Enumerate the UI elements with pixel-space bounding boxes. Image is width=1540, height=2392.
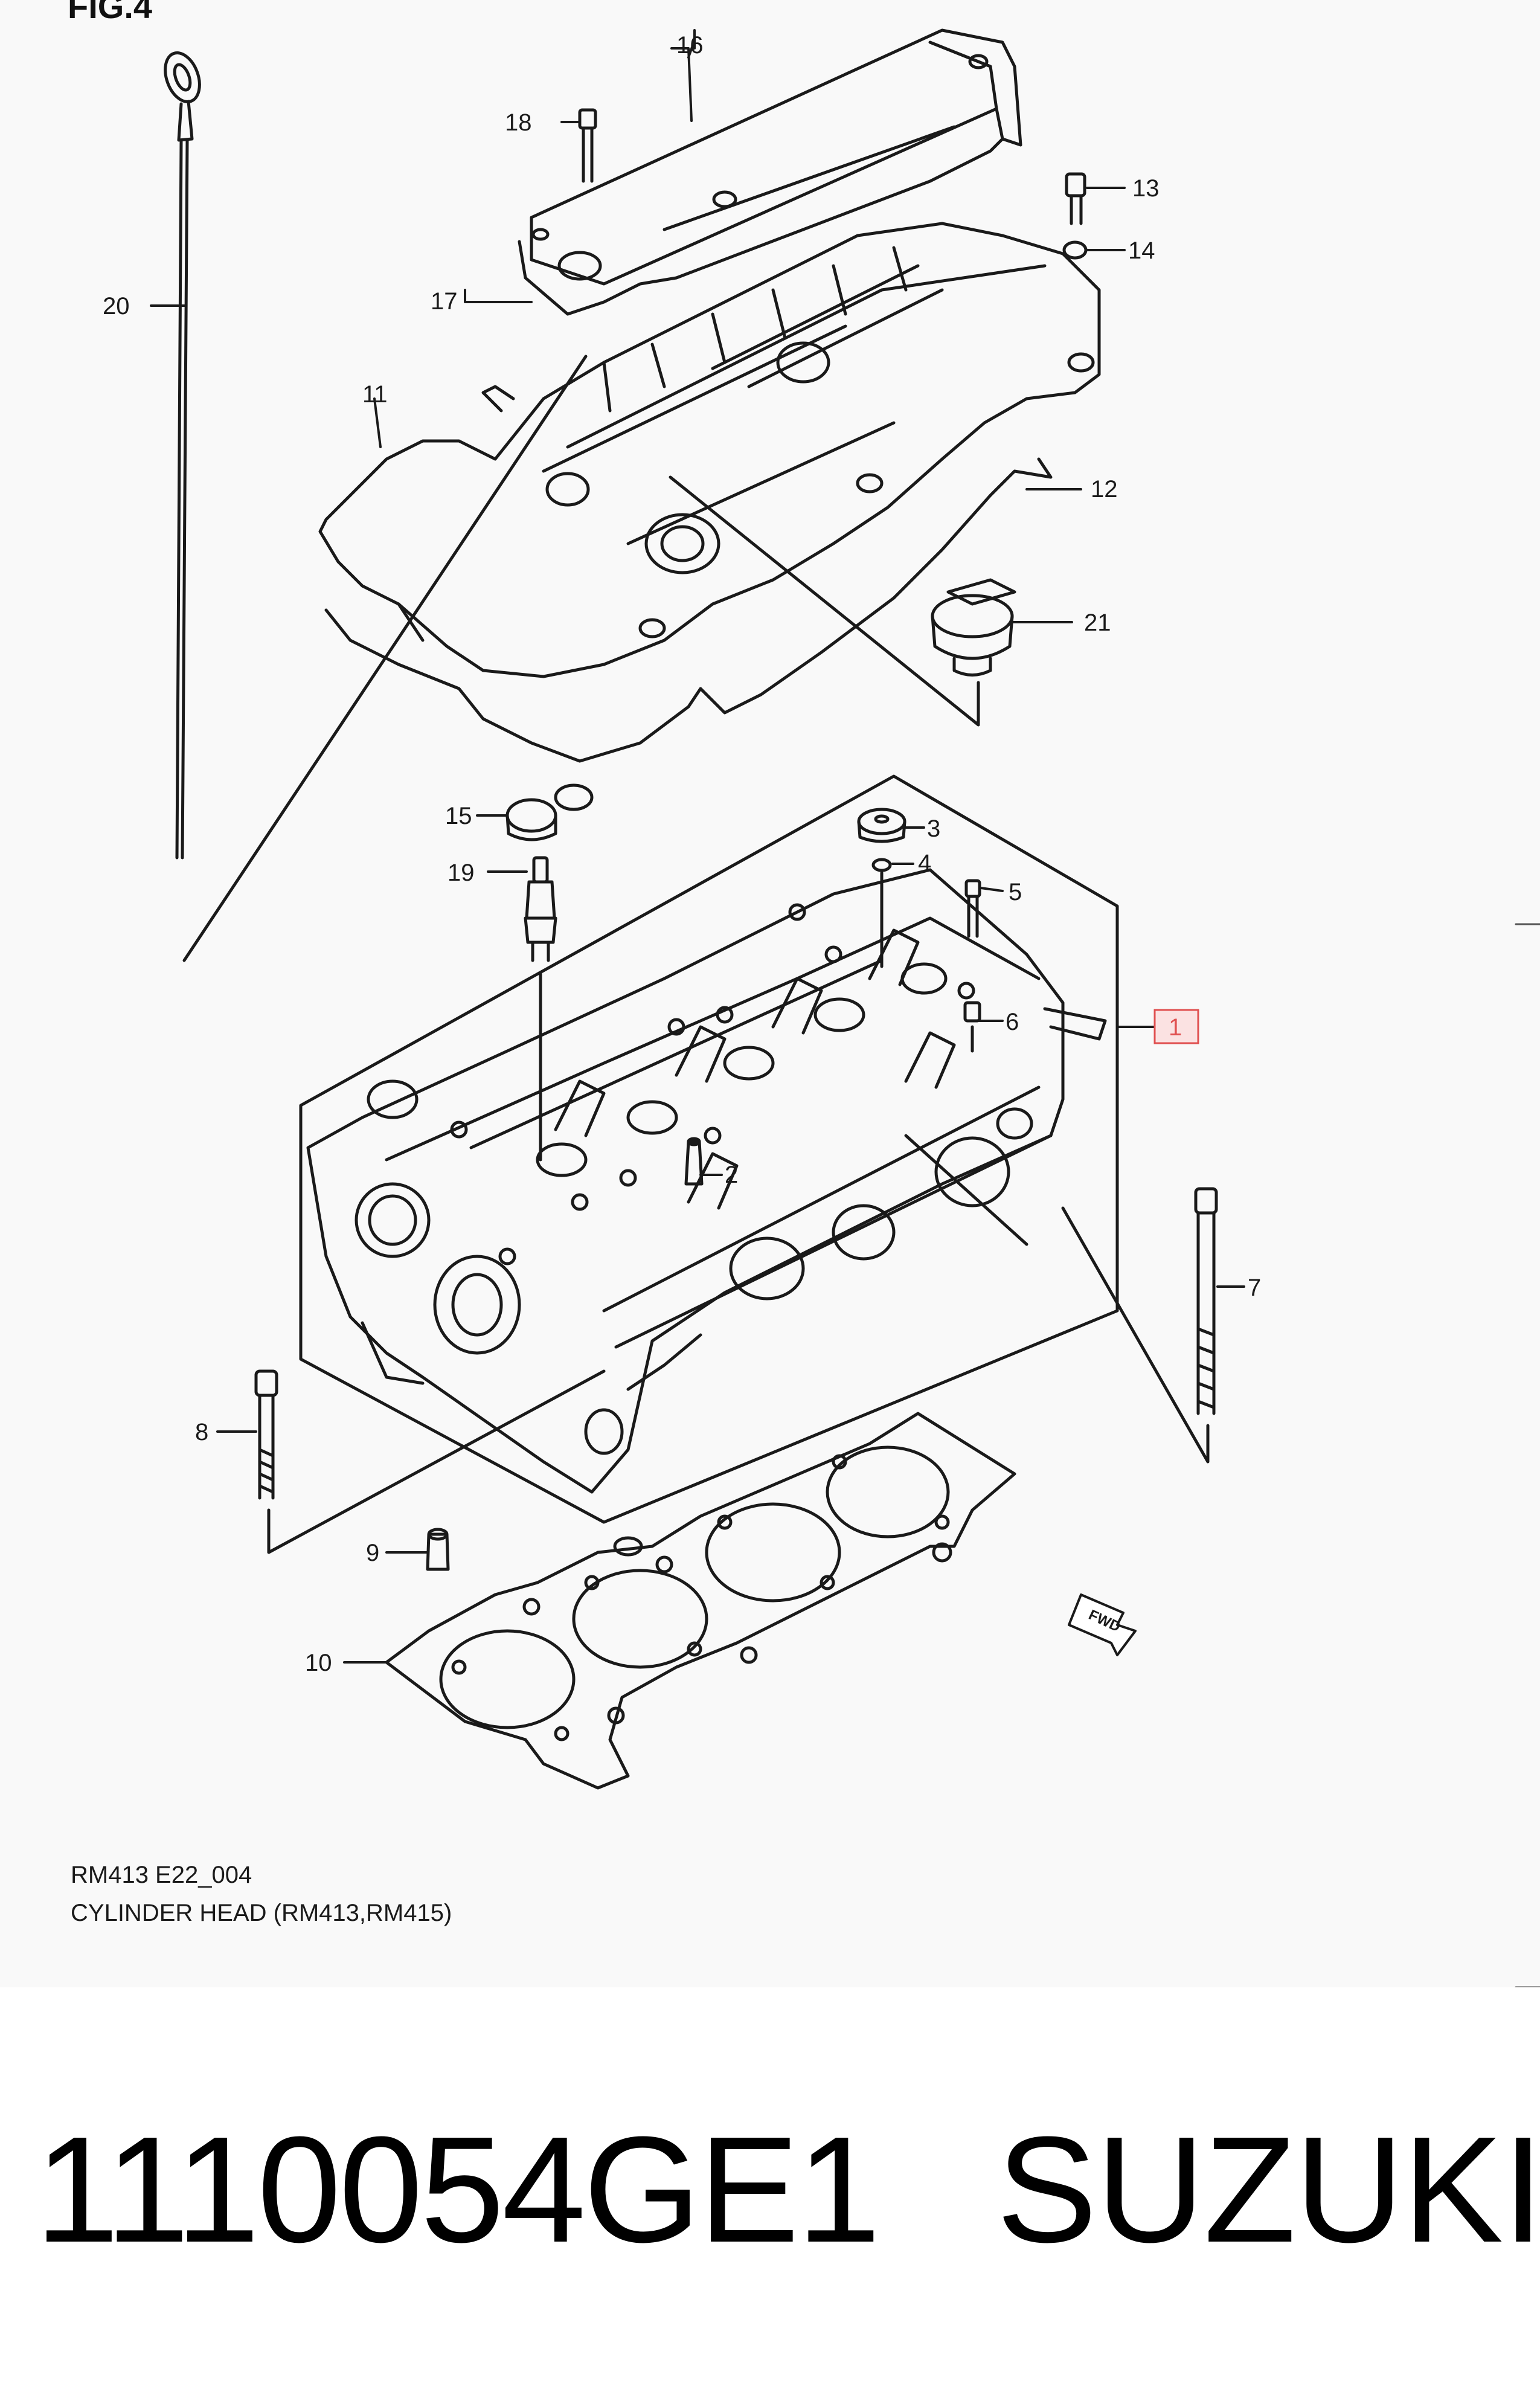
callout-11[interactable]: 11 <box>362 381 388 408</box>
oil-filler-cap <box>931 578 1016 677</box>
head-cover-gasket <box>324 457 1053 763</box>
callout-4[interactable]: 4 <box>918 850 931 876</box>
brand-name: SUZUKI <box>996 2105 1540 2274</box>
callout-6[interactable]: 6 <box>1006 1009 1019 1035</box>
washer-14 <box>1062 240 1088 260</box>
cover-seal <box>518 137 1004 316</box>
callout-18[interactable]: 18 <box>505 109 532 136</box>
callout-12[interactable]: 12 <box>1091 476 1118 503</box>
spark-plug-19 <box>524 856 557 1162</box>
cover-panel <box>530 28 1022 286</box>
callout-5[interactable]: 5 <box>1009 879 1022 905</box>
exploded-view-drawing: 1 2 3 4 5 6 7 8 9 10 11 12 13 14 15 16 1… <box>103 28 1540 1987</box>
parts-diagram: FIG.4 <box>68 0 1540 1987</box>
callout-15[interactable]: 15 <box>445 803 472 829</box>
cap-3 <box>857 808 906 843</box>
pin-9 <box>426 1528 450 1571</box>
callout-21[interactable]: 21 <box>1084 609 1111 636</box>
part-number: 1110054GE1 <box>35 2105 881 2274</box>
diagram-reference-code: RM413 E22_004 <box>71 1862 252 1888</box>
bolt-7 <box>1194 1187 1218 1415</box>
dowel-2 <box>684 1137 704 1186</box>
figure-label: FIG.4 <box>68 0 153 25</box>
callout-20[interactable]: 20 <box>103 293 130 320</box>
callout-1-highlight-box <box>1153 1009 1199 1044</box>
callout-19[interactable]: 19 <box>448 860 475 886</box>
bolt-8 <box>254 1369 278 1500</box>
cylinder-head <box>306 868 1107 1494</box>
pin-6 <box>963 1001 981 1053</box>
leader-lines <box>150 29 1245 1664</box>
bolt-5 <box>964 879 981 938</box>
callout-9[interactable]: 9 <box>366 1540 379 1566</box>
diagram-title: CYLINDER HEAD (RM413,RM415) <box>71 1900 452 1926</box>
bolt-13 <box>1065 172 1086 225</box>
head-gasket <box>385 1412 1016 1790</box>
cylinder-head-frame <box>299 774 1119 1524</box>
fwd-arrow-icon <box>1068 1593 1137 1656</box>
callout-13[interactable]: 13 <box>1132 175 1160 202</box>
callout-3[interactable]: 3 <box>927 815 940 842</box>
callout-10[interactable]: 10 <box>305 1650 332 1676</box>
callout-14[interactable]: 14 <box>1128 237 1155 264</box>
dipstick <box>164 51 201 860</box>
seal-15 <box>505 783 594 841</box>
callout-2[interactable]: 2 <box>725 1162 738 1188</box>
callout-8[interactable]: 8 <box>195 1419 208 1445</box>
bolt-18 <box>578 108 597 183</box>
callout-1[interactable]: 1 <box>1169 1014 1182 1041</box>
callout-17[interactable]: 17 <box>431 288 458 315</box>
washer-4 <box>871 858 892 872</box>
callout-7[interactable]: 7 <box>1248 1275 1261 1301</box>
callout-16[interactable]: 16 <box>676 32 704 59</box>
